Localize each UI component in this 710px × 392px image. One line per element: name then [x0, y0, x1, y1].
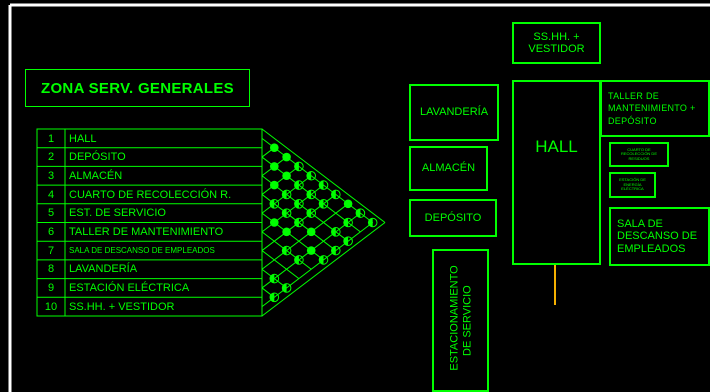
- row-number: 9: [47, 282, 55, 295]
- matrix-line: [261, 222, 374, 308]
- row-name: SS.HH. + VESTIDOR: [69, 300, 175, 313]
- row-number: 7: [47, 244, 55, 257]
- room-sala-label: SALA DE DESCANSO DE EMPLEADOS: [617, 218, 698, 255]
- relation-half-fill: [331, 190, 336, 199]
- row-name: EST. DE SERVICIO: [69, 207, 166, 220]
- relation-half-fill: [294, 180, 299, 190]
- relation-half-fill: [282, 246, 287, 255]
- relation-half-fill: [294, 255, 299, 265]
- row-name: TALLER DE MANTENIMIENTO: [69, 226, 224, 238]
- relation-half-fill: [319, 255, 324, 265]
- row-name: CUARTO DE RECOLECCIÓN R.: [69, 188, 232, 201]
- row-number: 8: [47, 263, 55, 276]
- row-number: 1: [47, 132, 55, 145]
- relationship-matrix-marks: [269, 143, 378, 303]
- row-number: 6: [47, 226, 55, 238]
- row-number: 4: [47, 188, 55, 201]
- relation-half-fill: [282, 190, 287, 199]
- relationship-matrix-grid: [261, 128, 386, 317]
- relation-half-fill: [356, 208, 361, 218]
- relation-full-dot: [282, 227, 291, 237]
- relation-half-fill: [331, 227, 336, 237]
- room-almacen-label: ALMACÉN: [421, 162, 476, 175]
- room-deposito: DEPÓSITO: [409, 199, 497, 237]
- relation-full-dot: [270, 143, 279, 152]
- row-name: HALL: [69, 132, 97, 145]
- relation-full-dot: [282, 152, 291, 162]
- room-hall-label: HALL: [535, 137, 578, 156]
- relation-half-fill: [343, 218, 349, 227]
- row-name: LAVANDERÍA: [69, 263, 138, 276]
- row-number: 2: [47, 151, 55, 164]
- row-number: 3: [47, 169, 55, 182]
- relation-half-fill: [270, 293, 275, 302]
- matrix-line: [261, 166, 300, 195]
- room-taller-label: TALLER DE MANTENIMIENTO + DEPÓSITO: [608, 91, 696, 126]
- relation-half-fill: [319, 199, 324, 209]
- row-number: 10: [44, 300, 58, 313]
- matrix-line: [261, 137, 374, 223]
- relation-full-dot: [306, 246, 316, 255]
- room-estacion-label: ESTACIÓN DE ENERGÍA ELÉCTRICA: [619, 177, 646, 192]
- table-row-lines: [37, 147, 262, 298]
- relation-half-fill: [306, 208, 312, 218]
- relation-half-fill: [282, 283, 287, 293]
- room-estacionamiento-servicio: ESTACIONAMIENTO DE SERVICIO: [432, 249, 489, 392]
- room-cuarto-recoleccion: CUARTO DE RECOLECCIÓN DE RESIDUOS: [609, 142, 669, 167]
- relation-full-dot: [306, 227, 316, 237]
- room-almacen: ALMACÉN: [409, 146, 488, 191]
- room-sshh-vestidor: SS.HH. + VESTIDOR: [512, 22, 601, 64]
- room-estacion-electrica: ESTACIÓN DE ENERGÍA ELÉCTRICA: [609, 172, 656, 198]
- relation-half-fill: [331, 246, 336, 255]
- relation-half-fill: [306, 190, 312, 199]
- row-name: SALA DE DESCANSO DE EMPLEADOS: [69, 246, 215, 256]
- row-name: ALMACÉN: [69, 169, 123, 182]
- room-hall: HALL: [512, 80, 601, 265]
- matrix-border: [261, 222, 386, 317]
- relation-half-fill: [368, 218, 373, 227]
- matrix-line: [261, 250, 300, 279]
- relation-half-fill: [270, 199, 275, 209]
- row-number: 5: [47, 207, 55, 220]
- relation-full-dot: [270, 180, 279, 190]
- matrix-border: [261, 128, 386, 223]
- relation-half-fill: [319, 180, 324, 190]
- room-sala-descanso: SALA DE DESCANSO DE EMPLEADOS: [609, 207, 710, 266]
- row-name: ESTACIÓN ELÉCTRICA: [69, 282, 190, 295]
- relation-half-fill: [343, 236, 349, 246]
- relation-full-dot: [270, 162, 279, 171]
- relation-full-dot: [282, 171, 291, 181]
- relation-half-fill: [294, 162, 299, 171]
- matrix-line: [261, 203, 349, 270]
- room-sshh-vestidor-label: SS.HH. + VESTIDOR: [528, 30, 585, 55]
- room-lavanderia: LAVANDERÍA: [409, 84, 499, 141]
- relation-half-fill: [270, 274, 275, 283]
- room-estacionamiento-label: ESTACIONAMIENTO DE SERVICIO: [447, 265, 473, 371]
- relation-half-fill: [294, 218, 299, 227]
- relation-half-fill: [282, 208, 287, 218]
- room-taller-mantenimiento: TALLER DE MANTENIMIENTO + DEPÓSITO: [600, 80, 710, 137]
- row-name: DEPÓSITO: [69, 151, 126, 164]
- relation-full-dot: [343, 199, 353, 209]
- relation-full-dot: [270, 218, 279, 227]
- room-deposito-label: DEPÓSITO: [424, 211, 482, 224]
- relation-half-fill: [294, 199, 299, 209]
- room-lavanderia-label: LAVANDERÍA: [419, 106, 489, 119]
- room-cuarto-label: CUARTO DE RECOLECCIÓN DE RESIDUOS: [620, 146, 657, 161]
- zone-title: ZONA SERV. GENERALES: [25, 69, 250, 107]
- relation-half-fill: [306, 171, 312, 181]
